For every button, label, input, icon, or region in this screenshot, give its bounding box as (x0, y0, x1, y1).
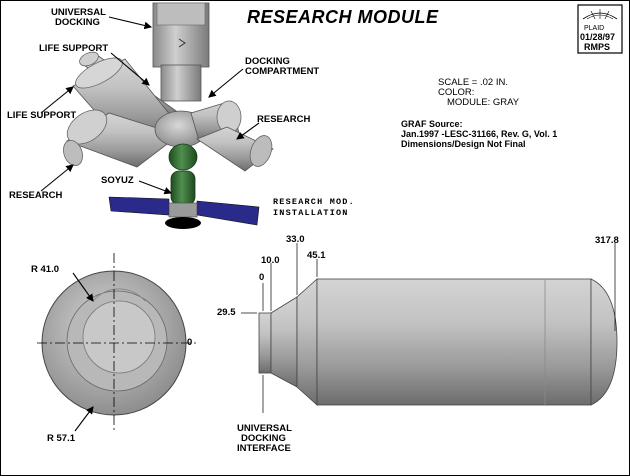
label-life-support-2: LIFE SUPPORT (7, 110, 77, 121)
label-life-support-1: LIFE SUPPORT (39, 43, 109, 54)
station-0: 0 (259, 272, 265, 283)
life-support-module-2 (72, 57, 176, 142)
color-label: COLOR: (438, 87, 475, 98)
label-docking-compartment-2: COMPARTMENT (245, 66, 320, 77)
label-research-right: RESEARCH (257, 114, 311, 125)
label-installation-1: RESEARCH MOD. (273, 197, 355, 207)
end-view (37, 253, 197, 433)
source-title: GRAF Source: (401, 119, 463, 129)
plaid-logo (577, 4, 623, 54)
end-view-radius-bottom: R 57.1 (47, 433, 75, 444)
solar-panel-left (108, 196, 170, 216)
station-assembly (63, 2, 274, 229)
logo-date: 01/28/97 (580, 32, 616, 42)
end-view-radius-top: R 41.0 (31, 264, 59, 275)
side-view (241, 243, 618, 413)
station-10: 10.0 (261, 255, 280, 266)
label-soyuz: SOYUZ (101, 175, 134, 186)
side-view-radius: 29.5 (217, 307, 236, 318)
logo-text: PLAID (584, 25, 605, 32)
source-note: Dimensions/Design Not Final (401, 139, 526, 149)
interface-label-2: DOCKING (241, 433, 286, 444)
label-docking-compartment-1: DOCKING (245, 56, 290, 67)
soyuz-spacecraft (165, 143, 201, 229)
label-universal-docking-1: UNIVERSAL (51, 7, 106, 18)
label-research-left: RESEARCH (9, 190, 63, 201)
station-33: 33.0 (286, 234, 305, 245)
solar-panel-right (196, 200, 260, 226)
color-value: MODULE: GRAY (447, 97, 520, 108)
scale-text: SCALE = .02 IN. (438, 77, 508, 88)
research-module-left (63, 109, 180, 168)
research-module-right (196, 126, 274, 172)
station-45: 45.1 (307, 250, 326, 261)
leader-lines (40, 16, 260, 195)
source-ref: Jan.1997 -LESC-31166, Rev. G, Vol. 1 (401, 129, 558, 139)
station-317: 317.8 (595, 235, 619, 246)
end-view-axis-zero: 0 (187, 337, 193, 348)
interface-label-1: UNIVERSAL (237, 423, 292, 434)
logo-org: RMPS (584, 42, 611, 52)
page-title: RESEARCH MODULE (247, 7, 439, 27)
label-installation-2: INSTALLATION (273, 208, 349, 218)
interface-label-3: INTERFACE (237, 443, 291, 454)
label-universal-docking-2: DOCKING (55, 17, 100, 28)
